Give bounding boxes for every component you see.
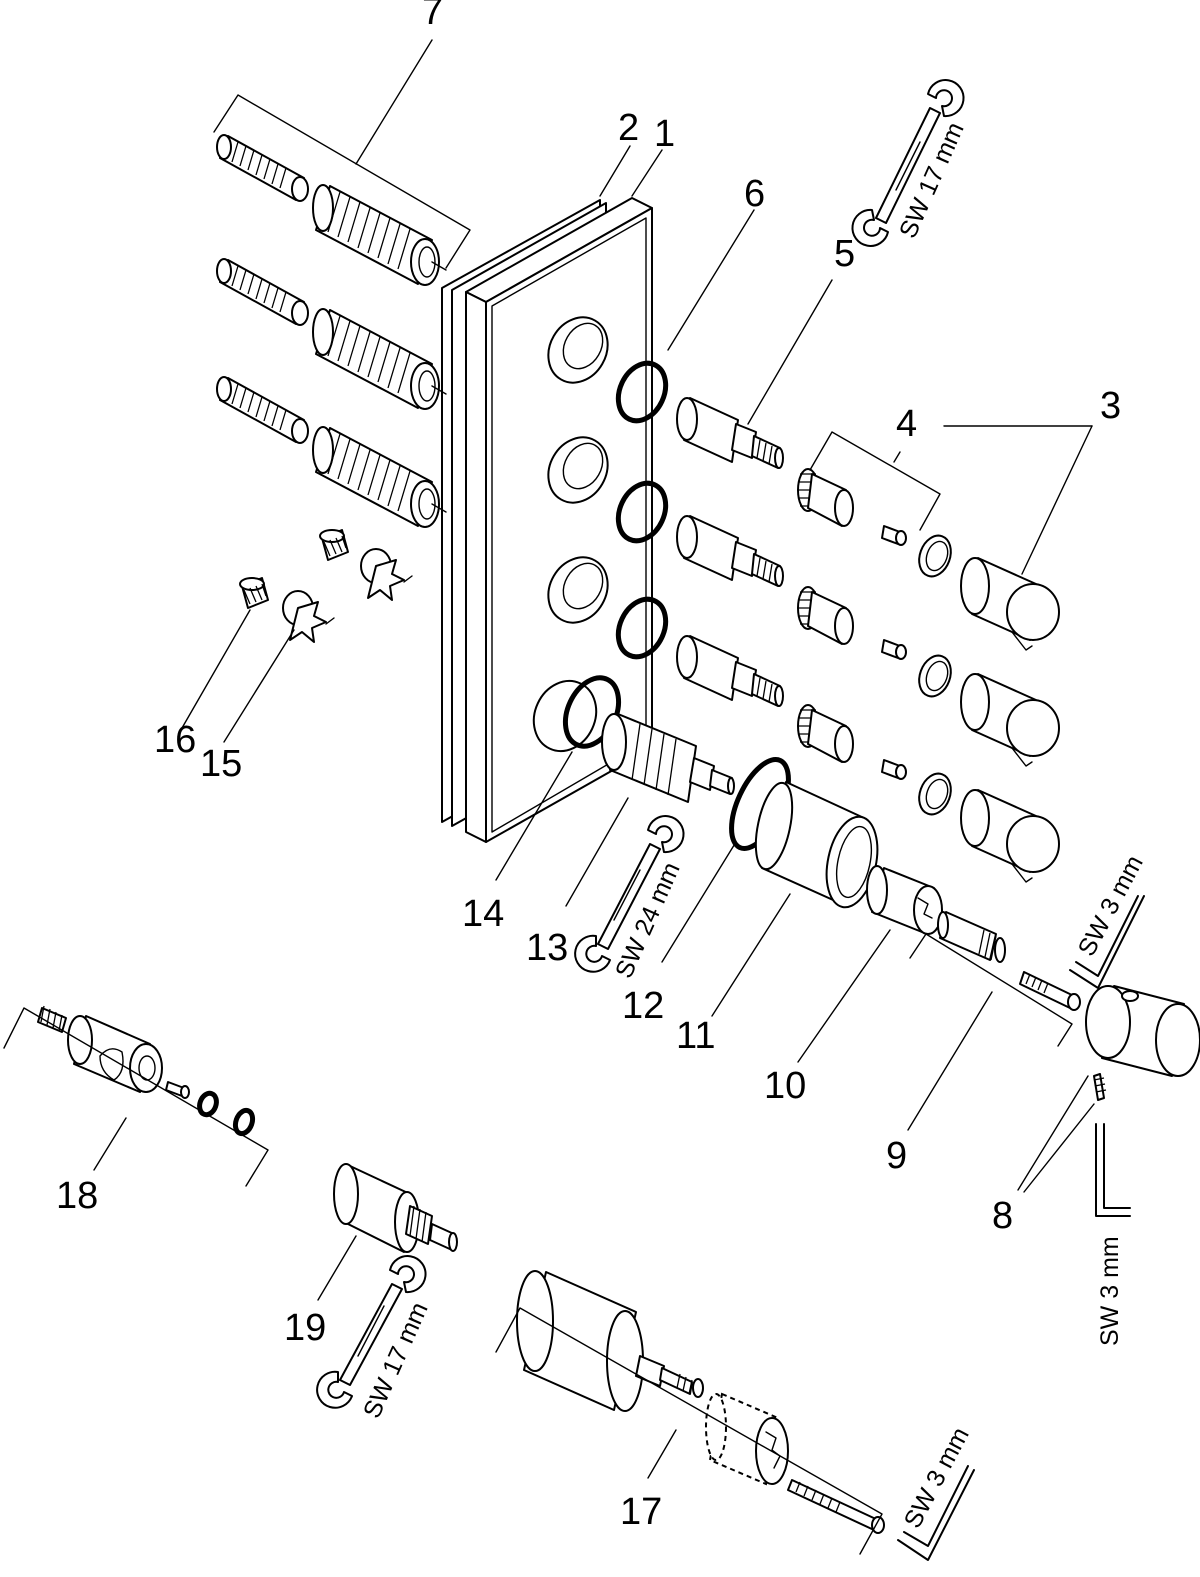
assembly-17 xyxy=(495,1270,885,1555)
adapter-row-2 xyxy=(797,586,952,698)
hex-key-sw3-vertical xyxy=(1095,1123,1131,1217)
leader-4 xyxy=(893,451,901,463)
label-8: 8 xyxy=(992,1195,1013,1237)
label-6: 6 xyxy=(744,173,765,215)
label-3: 3 xyxy=(1100,385,1121,427)
label-19: 19 xyxy=(284,1307,326,1349)
extension-sleeve-row-2 xyxy=(216,258,447,410)
leader-7 xyxy=(355,39,433,165)
leader-17 xyxy=(647,1429,677,1479)
label-13: 13 xyxy=(526,927,568,969)
leader-9 xyxy=(907,991,993,1131)
wrench-sw17-bottom xyxy=(316,1255,427,1409)
knobs-3 xyxy=(943,425,1093,883)
tool-label-sw17-bottom: SW 17 mm xyxy=(358,1298,434,1422)
leader-18 xyxy=(93,1117,127,1171)
label-1: 1 xyxy=(654,113,675,155)
assembly-18 xyxy=(3,1005,269,1187)
leader-15 xyxy=(223,629,295,743)
o-rings-6 xyxy=(615,209,755,660)
thermo-cartridge-13 xyxy=(565,713,735,907)
label-15: 15 xyxy=(200,743,242,785)
label-10: 10 xyxy=(764,1065,806,1107)
bracket-17 xyxy=(495,1307,883,1555)
knob-row-1 xyxy=(960,557,1060,651)
label-12: 12 xyxy=(622,985,664,1027)
adapters-4 xyxy=(797,431,952,816)
label-4: 4 xyxy=(896,403,917,445)
leader-6 xyxy=(667,209,755,351)
knob-8 xyxy=(1017,985,1200,1193)
bracket-7 xyxy=(213,94,471,269)
cartridge-row-1 xyxy=(676,397,784,469)
leader-19 xyxy=(317,1235,357,1301)
adapter-row-1 xyxy=(797,468,952,578)
leader-16 xyxy=(181,609,251,729)
extension-sleeve-row-3 xyxy=(216,376,447,528)
label-14: 14 xyxy=(462,893,504,935)
wrench-sw24 xyxy=(574,815,685,973)
knob-row-3 xyxy=(960,789,1060,883)
check-valve-lower xyxy=(282,590,335,643)
leader-13 xyxy=(565,797,629,907)
cartridge-row-2 xyxy=(676,515,784,587)
label-11: 11 xyxy=(676,1015,715,1057)
wrench-sw17-top xyxy=(851,79,965,247)
leader-3b xyxy=(1021,425,1093,575)
tool-label-sw3-right: SW 3 mm xyxy=(1073,851,1149,961)
strainer-upper xyxy=(319,529,349,561)
hex-key-sw3-right xyxy=(1069,895,1145,989)
leader-8a xyxy=(1017,1075,1089,1191)
cartridges-5 xyxy=(676,279,833,707)
leader-1 xyxy=(631,149,663,197)
knob-row-2 xyxy=(960,673,1060,767)
label-17: 17 xyxy=(620,1491,662,1533)
cartridge-row-3 xyxy=(676,635,784,707)
leader-12 xyxy=(661,841,737,963)
label-9: 9 xyxy=(886,1135,907,1177)
label-5: 5 xyxy=(834,233,855,275)
bracket-18 xyxy=(3,1007,269,1187)
leader-10 xyxy=(797,929,891,1063)
bracket-9 xyxy=(909,933,1073,1047)
tool-label-sw3-bottom: SW 3 mm xyxy=(899,1423,975,1533)
adapter-10 xyxy=(797,865,943,1063)
filter-check-valves xyxy=(181,529,413,743)
label-18: 18 xyxy=(56,1175,98,1217)
extension-sleeve-row-1 xyxy=(216,134,447,286)
leader-11 xyxy=(711,893,791,1017)
adapter-row-3 xyxy=(797,704,952,816)
leader-5 xyxy=(747,279,833,425)
label-2: 2 xyxy=(618,107,639,149)
sleeve-11 xyxy=(711,781,879,1017)
label-16: 16 xyxy=(154,719,196,761)
tool-label-sw3-vertical: SW 3 mm xyxy=(1096,1236,1124,1346)
check-valve-upper xyxy=(360,548,413,601)
spindle-9 xyxy=(907,911,1081,1131)
leader-14 xyxy=(495,751,573,881)
leader-2 xyxy=(599,145,631,197)
cartridge-19 xyxy=(317,1163,458,1301)
strainer-lower xyxy=(239,577,269,609)
label-7: 7 xyxy=(422,0,443,33)
extension-sleeves xyxy=(213,39,471,528)
leader-8b xyxy=(1023,1103,1095,1193)
hex-key-sw3-bottom xyxy=(897,1465,975,1561)
bracket-4 xyxy=(809,431,941,531)
